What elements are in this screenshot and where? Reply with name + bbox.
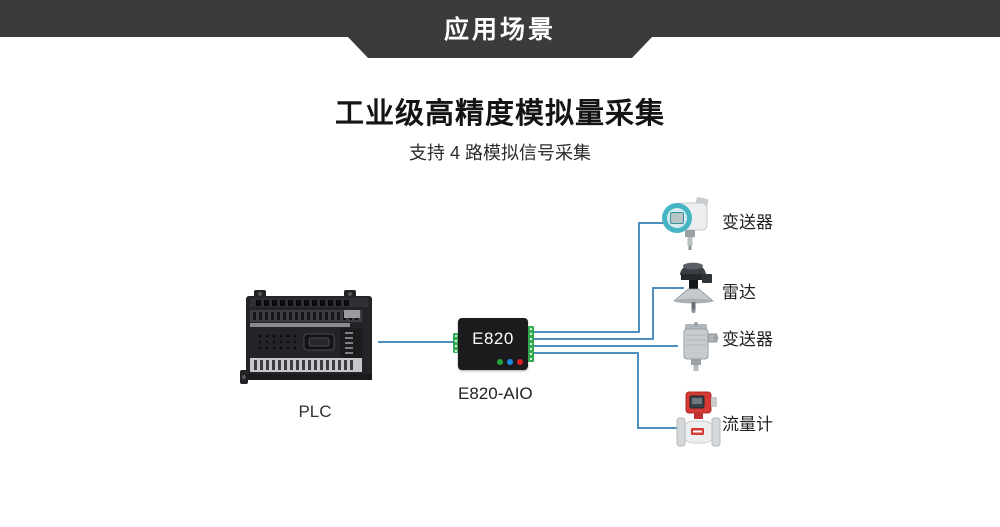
flowmeter-image — [674, 390, 724, 461]
connection-line-sensor2 — [534, 338, 654, 340]
transmitter-icon — [683, 322, 719, 371]
connection-line-plc-gateway — [378, 341, 453, 343]
connection-line-sensor1 — [638, 222, 640, 333]
plc-label: PLC — [298, 402, 332, 421]
plc-icon — [240, 290, 372, 384]
banner-bar — [0, 0, 1000, 37]
transmitter-image — [674, 321, 720, 378]
terminal-block-left — [453, 333, 458, 353]
gateway-device: E820 — [453, 318, 534, 370]
led-green-icon — [497, 359, 503, 365]
status-leds — [497, 359, 523, 365]
flowmeter-icon — [676, 391, 721, 447]
radar-sensor-image — [668, 258, 720, 319]
connection-line-sensor2 — [652, 287, 684, 289]
radar-sensor-icon — [672, 262, 715, 313]
sensor-label-transmitter-1: 变送器 — [722, 213, 773, 232]
terminal-block-right — [528, 326, 534, 362]
gateway-label: E820-AIO — [458, 384, 533, 403]
connection-line-sensor4 — [637, 352, 639, 429]
pressure-transmitter-icon — [662, 197, 709, 250]
connection-line-sensor4 — [637, 427, 681, 429]
page-subtitle: 支持 4 路模拟信号采集 — [408, 143, 591, 163]
sensor-label-radar: 雷达 — [722, 283, 756, 302]
connection-line-sensor4 — [534, 352, 639, 354]
sensor-label-transmitter-2: 变送器 — [722, 330, 773, 349]
sensor-label-flowmeter: 流量计 — [722, 415, 773, 434]
connection-line-sensor1 — [534, 331, 640, 333]
led-blue-icon — [507, 359, 513, 365]
connection-line-sensor1 — [638, 222, 671, 224]
plc-image — [240, 290, 378, 390]
page-title: 工业级高精度模拟量采集 — [334, 98, 665, 130]
pressure-transmitter-image — [658, 192, 716, 257]
led-red-icon — [517, 359, 523, 365]
connection-line-sensor3 — [534, 345, 678, 347]
gateway-name: E820 — [472, 329, 514, 348]
connection-line-sensor2 — [652, 287, 654, 340]
banner-tab — [348, 37, 652, 58]
banner-title: 应用场景 — [443, 16, 556, 44]
